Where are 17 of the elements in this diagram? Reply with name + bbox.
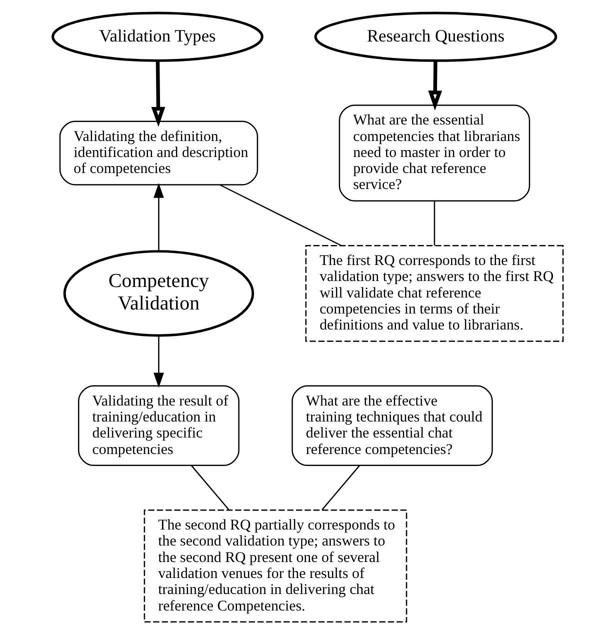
- arrow: [150, 60, 165, 127]
- connector: [190, 465, 229, 510]
- arrow: [428, 60, 442, 111]
- connector: [433, 200, 435, 246]
- node-box: Validating the result of training/education in delivering specific competencies: [78, 385, 239, 466]
- node-box: The first RQ corresponds to the first validation type; answers to the first RQ will validate chat reference competencies in terms of their definitions and value to librarians.: [304, 244, 564, 342]
- arrow: [153, 336, 164, 388]
- node-box: What are the effective training techniques that could deliver the essential chat reference competencies?: [291, 385, 492, 466]
- arrow: [153, 183, 164, 252]
- connector: [219, 184, 341, 246]
- node-box: Validating the definition, identification and description of competencies: [58, 120, 258, 186]
- node-ellipse: Validation Types: [51, 12, 263, 62]
- node-box: The second RQ partially corresponds to the second validation type; answers to the second RQ present one of several validation venues for the results of training/education in delivering chat reference Competencies.: [143, 510, 407, 623]
- node-box: What are the essential competencies that librarians need to master in order to provide chat reference service?: [338, 104, 530, 202]
- connector: [321, 465, 360, 510]
- node-ellipse: Research Questions: [314, 12, 557, 62]
- node-ellipse: Competency Validation: [62, 250, 254, 337]
